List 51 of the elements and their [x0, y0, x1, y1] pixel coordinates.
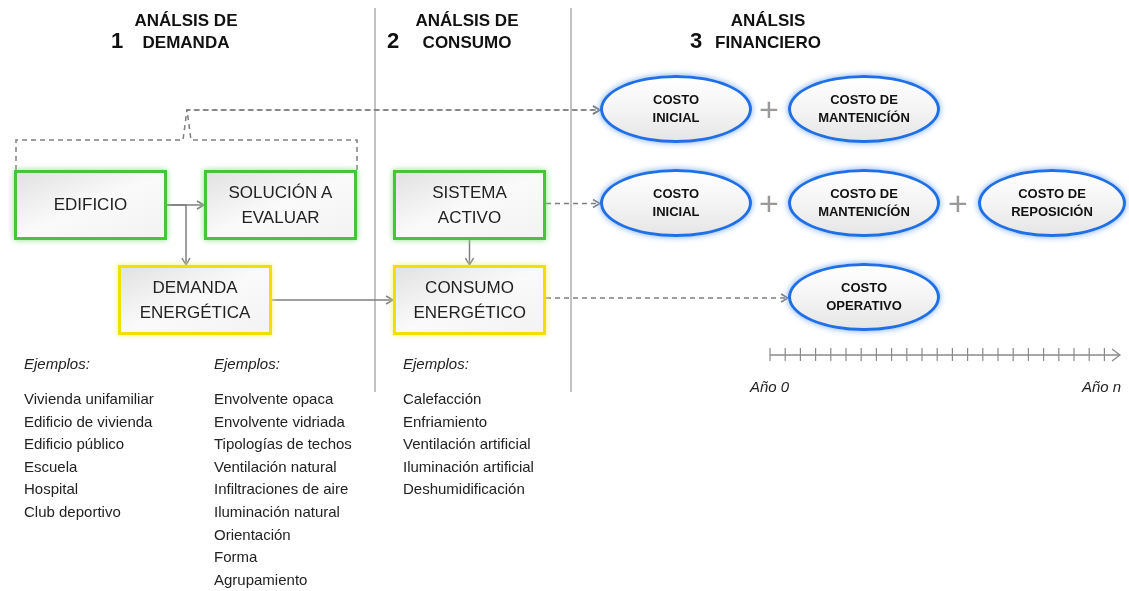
example-item: Infiltraciones de aire [214, 479, 349, 500]
cost-ellipse: COSTO INICIAL [600, 75, 752, 143]
cost-ellipse: COSTO DE REPOSICIÓN [978, 169, 1126, 237]
plus-sign: + [948, 186, 968, 220]
example-item: Calefacción [403, 389, 482, 409]
cost-ellipse: COSTO OPERATIVO [788, 263, 940, 331]
process-box: SISTEMA ACTIVO [393, 170, 546, 240]
example-item: Club deportivo [24, 502, 121, 522]
example-item: Agrupamiento [214, 569, 308, 590]
example-item: Tipologías de techos [214, 434, 352, 455]
caption-text: Año 0 [750, 377, 790, 397]
step-number: 1 [111, 27, 124, 55]
example-item: Edificio público [24, 434, 125, 455]
connector-arrow [186, 105, 601, 171]
example-item: Hospital [24, 479, 79, 500]
example-item: Enfriamiento [403, 411, 488, 432]
caption-text: Ejemplos: [403, 354, 469, 374]
cost-ellipse: COSTO DE MANTENICÍÓN [788, 75, 940, 143]
connector-arrow [166, 204, 191, 266]
example-item: Envolvente vidriada [214, 411, 345, 432]
connector-arrow [271, 295, 394, 305]
plus-sign: + [759, 92, 779, 126]
caption-text: Ejemplos: [24, 354, 90, 374]
example-item: Iluminación artificial [403, 456, 534, 477]
example-item: Edificio de vivienda [24, 411, 153, 432]
caption-text: Año n [1082, 377, 1122, 397]
example-item: Orientación [214, 524, 291, 545]
process-box: EDIFICIO [14, 170, 167, 240]
caption-text: Ejemplos: [214, 354, 280, 374]
section-heading: ANÁLSIS DE DEMANDA [133, 10, 239, 54]
example-item: Forma [214, 547, 258, 568]
section-heading: ANÁLSIS FINANCIERO [714, 10, 822, 54]
cost-ellipse: COSTO INICIAL [600, 169, 752, 237]
example-item: Escuela [24, 456, 78, 477]
example-item: Ventilación artificial [403, 434, 531, 455]
section-heading: ANÁLSIS DE CONSUMO [414, 10, 520, 54]
process-box: SOLUCIÓN A EVALUAR [204, 170, 357, 240]
connector-arrow [545, 198, 601, 209]
example-item: Vivienda unifamiliar [24, 389, 154, 409]
example-item: Ventilación natural [214, 456, 337, 477]
result-box: CONSUMO ENERGÉTICO [393, 265, 546, 335]
step-number: 3 [690, 27, 703, 55]
example-item: Iluminación natural [214, 502, 340, 522]
example-item: Deshumidificación [403, 479, 525, 500]
connector-arrow [464, 239, 475, 266]
example-item: Envolvente opaca [214, 389, 334, 409]
cost-ellipse: COSTO DE MANTENICÍÓN [788, 169, 940, 237]
result-box: DEMANDA ENERGÉTICA [118, 265, 272, 335]
step-number: 2 [387, 27, 400, 55]
plus-sign: + [759, 186, 779, 220]
connector-arrow [545, 293, 789, 303]
